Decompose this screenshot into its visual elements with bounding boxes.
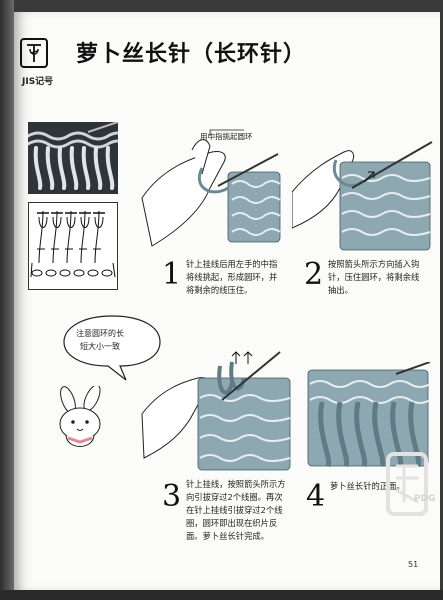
step2-line: 针，压住圆环，将剩余线: [328, 272, 420, 282]
step3-line: 面。萝卜丝长针完成。: [186, 531, 269, 541]
bubble-line: 短大小一致: [80, 342, 120, 351]
step1-line: 将线挑起，形成圆环，并: [186, 272, 278, 282]
step4-illustration: [307, 362, 430, 468]
book-bottom-edge: [0, 590, 443, 600]
step1-annotation: 用中指挑起圆环: [200, 132, 253, 141]
page-title: 萝卜丝长针（长环针）: [76, 42, 307, 67]
step3-line: 针上挂线，按照箭头所示方: [186, 479, 286, 489]
step4-line: 萝卜丝长针的正面。: [330, 481, 405, 491]
step1-number: 1: [162, 257, 182, 292]
step3-text: 针上挂线，按照箭头所示方 向引拔穿过2个线圈。再次 在针上挂线引拔穿过2个线 圈…: [186, 478, 286, 543]
step3-line: 圈，圆环即出现在织片反: [186, 518, 278, 528]
book-gutter-shadow: [0, 0, 14, 600]
bubble-text: 注意圆环的长 短大小一致: [76, 327, 124, 353]
step3-line: 向引拔穿过2个线圈。再次: [186, 492, 283, 502]
step3-number: 3: [162, 479, 182, 514]
step3-line: 在针上挂线引拔穿过2个线: [186, 505, 283, 515]
step4-number: 4: [306, 479, 326, 514]
step2-number: 2: [304, 257, 324, 292]
watermark: PDG: [374, 444, 443, 528]
step1-text: 针上挂线后用左手的中指 将线挑起，形成圆环，并 将剩余的线压住。: [186, 258, 277, 297]
stitch-chart: [28, 202, 118, 290]
jis-label: JIS记号: [22, 77, 54, 87]
step2-line: 按照箭头所示方向插入钩: [328, 259, 420, 269]
book-page: JIS记号 萝卜丝长针（长环针）: [14, 12, 440, 590]
step2-line: 抽出。: [328, 285, 353, 295]
jis-symbol-box: [20, 38, 48, 68]
watermark-seal-icon: [386, 452, 428, 516]
step1-line: 将剩余的线压住。: [186, 285, 253, 295]
bubble-line: 注意圆环的长: [76, 329, 124, 338]
long-loop-stitch-symbol-icon: [27, 44, 41, 62]
speech-bubble: [63, 315, 161, 381]
page-number: 51: [408, 560, 419, 569]
rabbit-mascot-icon: [59, 386, 101, 447]
stitch-chart-diagram: [30, 210, 116, 278]
step1-illustration: [141, 129, 281, 247]
swatch-photo: [28, 122, 118, 194]
step3-illustration: [141, 351, 291, 471]
watermark-text: PDG: [414, 494, 436, 504]
step2-illustration: [292, 141, 433, 251]
knitted-loops-image: [28, 122, 118, 194]
step4-text: 萝卜丝长针的正面。: [330, 480, 405, 493]
step2-text: 按照箭头所示方向插入钩 针，压住圆环，将剩余线 抽出。: [328, 258, 419, 297]
step1-line: 针上挂线后用左手的中指: [186, 259, 278, 269]
